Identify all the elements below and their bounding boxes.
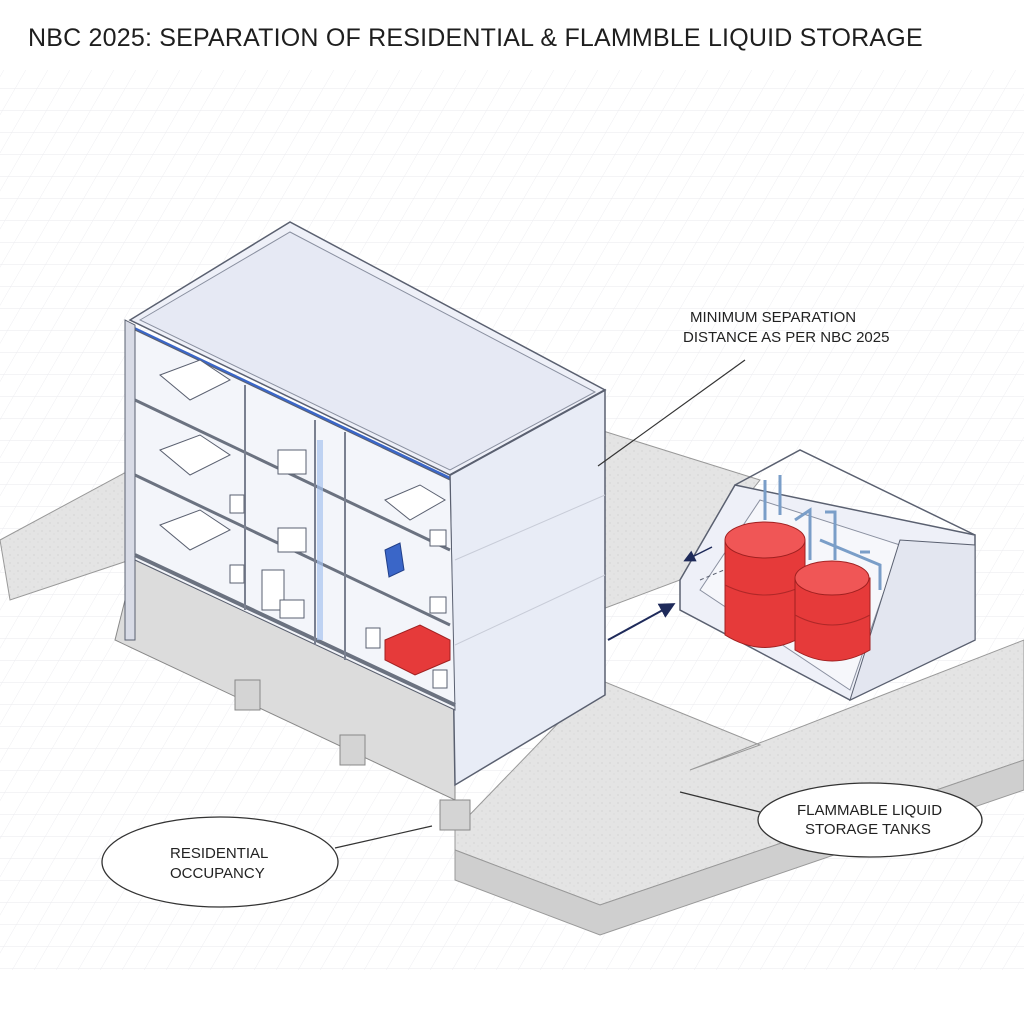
storage-tank-2 xyxy=(794,560,871,662)
storage-tank-1 xyxy=(724,521,806,648)
callout-residential: RESIDENTIAL OCCUPANCY xyxy=(101,816,433,908)
callout-separation: MINIMUM SEPARATION DISTANCE AS PER NBC 2… xyxy=(597,309,889,467)
separation-arrow xyxy=(607,546,713,641)
callout-tanks: FLAMMABLE LIQUID STORAGE TANKS xyxy=(679,782,983,858)
tanks-label-line1: FLAMMABLE LIQUID xyxy=(797,802,942,819)
residential-building xyxy=(124,221,607,787)
separation-label-line1: MINIMUM SEPARATION xyxy=(690,309,856,326)
tanks-label-line2: STORAGE TANKS xyxy=(805,821,931,838)
building-foundation xyxy=(114,559,471,831)
residential-label-line2: OCCUPANCY xyxy=(170,865,265,882)
residential-label-line1: RESIDENTIAL xyxy=(170,845,268,862)
separation-label-line2: DISTANCE AS PER NBC 2025 xyxy=(683,329,889,346)
diagram-title: NBC 2025: SEPARATION OF RESIDENTIAL & FL… xyxy=(28,24,923,52)
